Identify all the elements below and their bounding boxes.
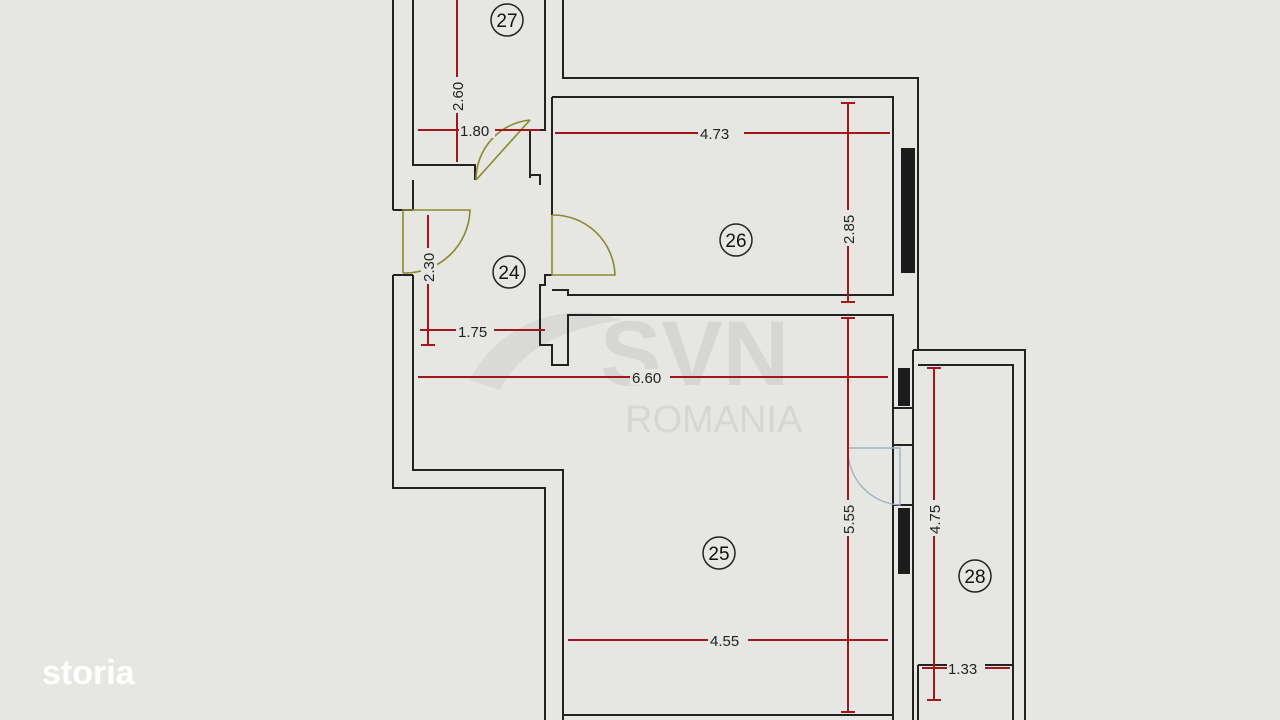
room-labels: 27 26 24 25 28 <box>490 3 992 593</box>
room-label-28: 28 <box>958 559 992 593</box>
watermark-sub: ROMANIA <box>625 399 803 441</box>
dimension-labels: 4.73 2.85 2.60 1.80 2.30 1.75 6.60 5.55 … <box>421 77 985 678</box>
watermark-brand: SVN <box>600 303 789 405</box>
dim-2-30: 2.30 <box>421 253 438 282</box>
storia-logo: storia <box>42 654 136 692</box>
room-label-27: 27 <box>490 3 524 37</box>
svg-text:28: 28 <box>964 567 985 588</box>
walls <box>392 0 1026 720</box>
window-room-25-top <box>898 368 910 406</box>
dim-6-60: 6.60 <box>632 370 661 387</box>
svg-text:24: 24 <box>498 263 520 284</box>
windows <box>898 148 915 574</box>
dim-1-33: 1.33 <box>948 661 977 678</box>
svg-text:26: 26 <box>725 231 746 252</box>
svg-text:27: 27 <box>496 11 517 32</box>
door-entrance <box>402 209 471 274</box>
svg-text:25: 25 <box>708 544 729 565</box>
room-label-26: 26 <box>719 223 753 257</box>
dim-4-73: 4.73 <box>700 126 729 143</box>
room-label-24: 24 <box>492 255 526 289</box>
watermark-logo-icon <box>470 312 620 390</box>
dim-5-55: 5.55 <box>841 505 858 534</box>
dim-4-75: 4.75 <box>927 505 944 534</box>
window-room-25-bottom <box>898 508 910 574</box>
window-room-26 <box>901 148 915 273</box>
room-label-25: 25 <box>702 536 736 570</box>
dim-1-80: 1.80 <box>460 123 489 140</box>
door-room-26 <box>551 214 616 276</box>
dim-2-85: 2.85 <box>841 215 858 244</box>
dim-2-60: 2.60 <box>450 82 467 111</box>
watermark: SVN ROMANIA <box>470 303 803 441</box>
dim-4-55: 4.55 <box>710 633 739 650</box>
dim-1-75: 1.75 <box>458 324 487 341</box>
